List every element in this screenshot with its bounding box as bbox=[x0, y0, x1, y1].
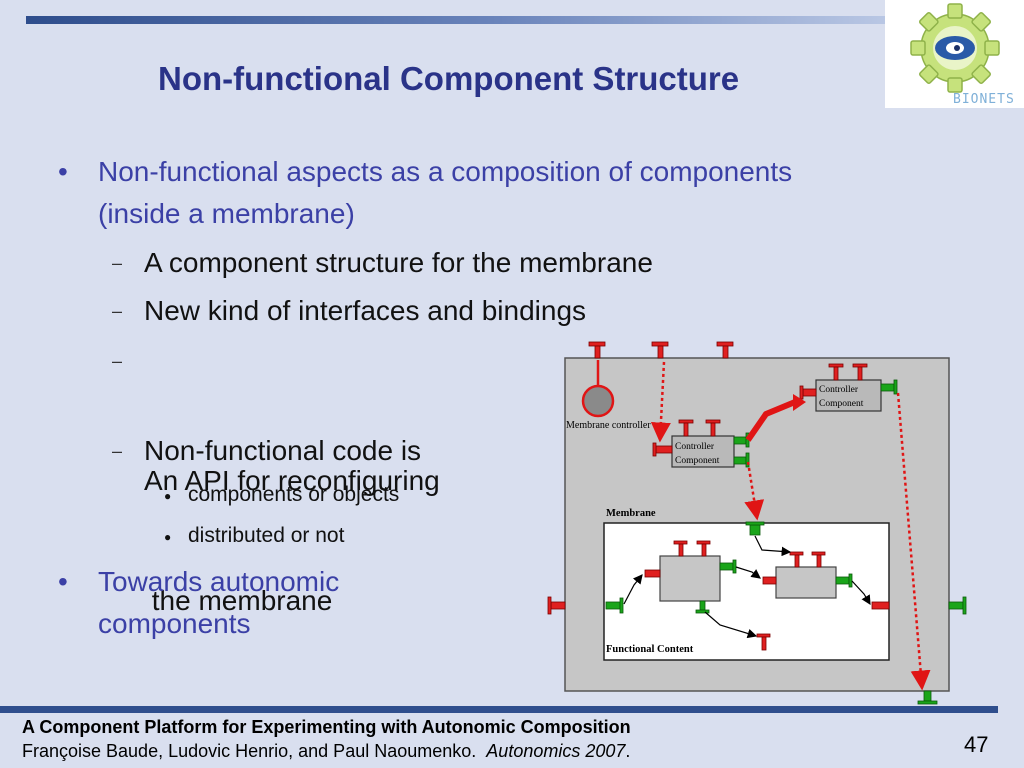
sub-sub-bullet-item: ● components or objects bbox=[164, 483, 400, 507]
controller-label-1: Controller bbox=[819, 385, 859, 395]
page-number: 47 bbox=[964, 732, 989, 757]
dot-glyph: ● bbox=[164, 530, 172, 544]
footer-title: A Component Platform for Experimenting w… bbox=[22, 717, 631, 737]
bullet-text: components bbox=[98, 608, 251, 639]
footer-period: . bbox=[625, 741, 631, 761]
outer-server-interfaces bbox=[588, 341, 734, 359]
dash-glyph: – bbox=[112, 301, 123, 321]
sub-bullet-item: – Non-functional code is bbox=[112, 431, 422, 471]
sub-bullet-text: An API for reconfiguring bbox=[144, 465, 440, 496]
sub-bullet-item: – A component structure for the membrane bbox=[112, 243, 653, 283]
dash-glyph: – bbox=[112, 351, 123, 371]
header-bar bbox=[26, 16, 886, 24]
membrane-controller-label: Membrane controller bbox=[566, 420, 651, 431]
sub-bullet-item: – An API for reconfiguring the membrane bbox=[112, 341, 440, 661]
gear-icon: BIONETS bbox=[910, 3, 1015, 107]
bullet-item: • Towards autonomic components bbox=[58, 561, 340, 645]
footer-citation: Françoise Baude, Ludovic Henrio, and Pau… bbox=[22, 741, 630, 762]
dash-glyph: – bbox=[112, 441, 123, 461]
sub-sub-bullet-text: components or objects bbox=[188, 483, 400, 506]
bullet-text: Towards autonomic bbox=[98, 566, 340, 597]
sub-sub-bullet-text: distributed or not bbox=[188, 524, 345, 547]
bullet-text: (inside a membrane) bbox=[98, 198, 355, 229]
functional-content-label: Functional Content bbox=[606, 644, 694, 655]
controller-component-2 bbox=[815, 379, 882, 412]
sub-bullet-text: A component structure for the membrane bbox=[144, 247, 653, 278]
controller-label-1: Controller bbox=[675, 442, 715, 452]
footer-authors: Françoise Baude, Ludovic Henrio, and Pau… bbox=[22, 741, 477, 761]
sub-sub-bullet-item: ● distributed or not bbox=[164, 524, 345, 548]
controller-label-2: Component bbox=[675, 456, 720, 466]
nf-binding bbox=[745, 399, 797, 442]
logo-text: BIONETS bbox=[953, 92, 1015, 107]
sub-bullet-item: – New kind of interfaces and bindings bbox=[112, 291, 587, 331]
inner-bindings bbox=[623, 535, 871, 639]
reconfiguration-arrows bbox=[650, 361, 931, 691]
dot-glyph: ● bbox=[164, 489, 172, 503]
sub-bullet-text: Non-functional code is bbox=[144, 435, 422, 466]
sub-bullet-text: New kind of interfaces and bindings bbox=[144, 295, 587, 326]
membrane-box bbox=[603, 522, 890, 661]
bullet-text: Non-functional aspects as a composition … bbox=[98, 156, 793, 187]
membrane-label: Membrane bbox=[606, 508, 656, 519]
bullet-item: • Non-functional aspects as a compositio… bbox=[58, 151, 793, 235]
controller-label-2: Component bbox=[819, 399, 864, 409]
slide-title: Non-functional Component Structure bbox=[158, 60, 740, 97]
membrane-controller-circle bbox=[581, 384, 615, 418]
bullet-glyph: • bbox=[58, 156, 68, 187]
footer-venue: Autonomics 2007 bbox=[486, 741, 626, 761]
inner-component-2 bbox=[775, 566, 837, 599]
bionets-logo: BIONETS bbox=[885, 0, 1024, 108]
sub-bullet-text: the membrane bbox=[144, 585, 333, 616]
footer-bar bbox=[0, 706, 998, 713]
inner-component-1 bbox=[659, 555, 721, 602]
dash-glyph: – bbox=[112, 253, 123, 273]
bullet-glyph: • bbox=[58, 566, 68, 597]
membrane-diagram: Membrane controller Controller Component… bbox=[547, 341, 967, 705]
